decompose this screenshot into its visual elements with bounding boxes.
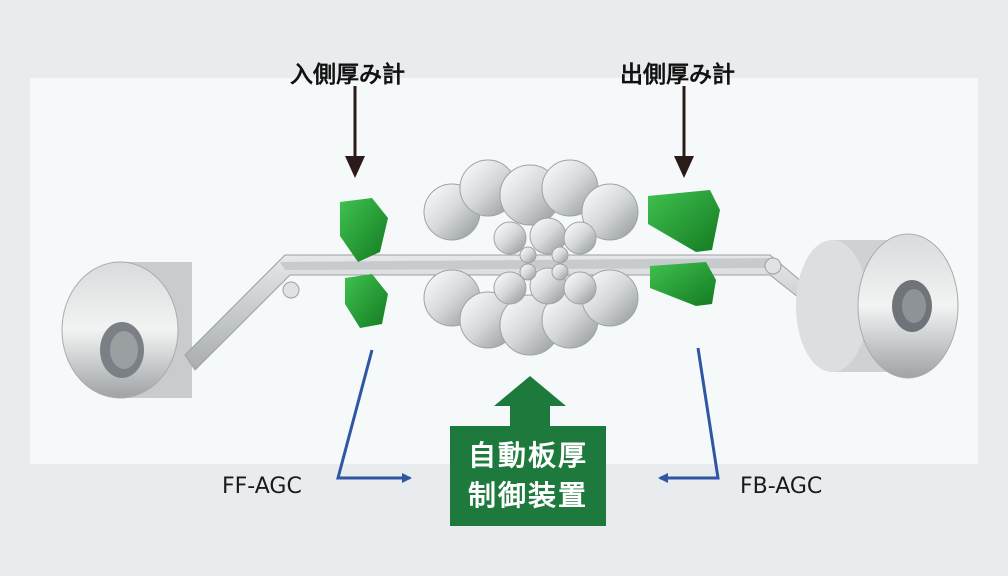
agc-controller-box: 自動板厚 制御装置 (450, 426, 606, 526)
controller-line1: 自動板厚 (467, 439, 588, 472)
ff-agc-label: FF-AGC (222, 474, 302, 499)
exit-coil (796, 233, 959, 379)
entry-thickness-gauge (340, 198, 388, 328)
fb-agc-label: FB-AGC (740, 474, 823, 499)
entry-gauge-arrow (345, 86, 365, 178)
fb-agc-arrow (658, 347, 720, 483)
roll-cluster (423, 159, 639, 356)
exit-gauge-label: 出側厚み計 (620, 62, 735, 88)
exit-thickness-gauge (648, 190, 720, 306)
controller-line2: 制御装置 (467, 479, 588, 512)
exit-gauge-arrow (674, 86, 694, 178)
deflector-roll-right (764, 257, 782, 275)
control-output-arrow (494, 376, 566, 430)
entry-coil (61, 261, 192, 399)
entry-gauge-label: 入側厚み計 (290, 62, 405, 88)
deflector-roll-left (282, 281, 300, 299)
ff-agc-arrow (336, 349, 412, 483)
